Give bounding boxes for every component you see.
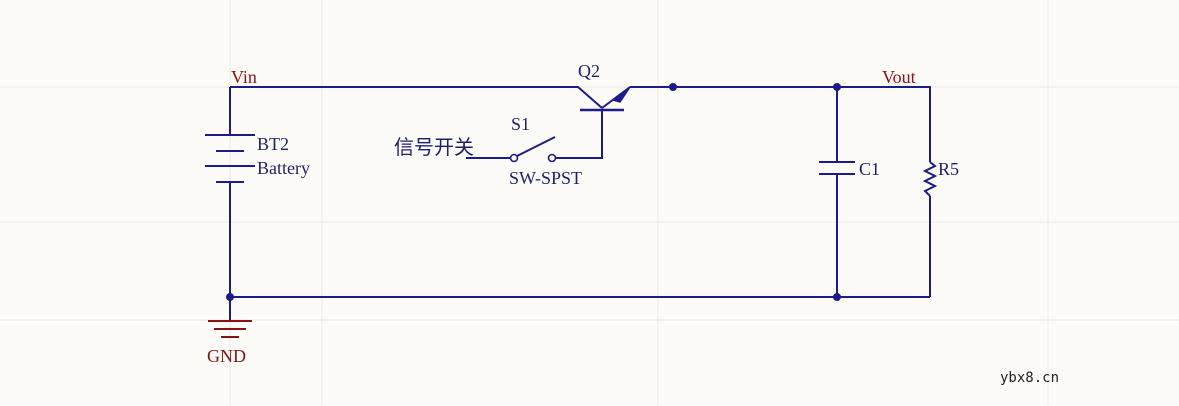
ground-icon [208, 320, 252, 338]
junction-dot [833, 293, 841, 301]
watermark: ybx8.cn [1000, 370, 1059, 386]
battery-symbol[interactable] [205, 134, 255, 183]
net-label-vin: Vin [231, 67, 257, 87]
capacitor-symbol[interactable] [819, 161, 855, 175]
vout-wire [630, 86, 931, 162]
emitter-arrow-icon [611, 86, 631, 103]
junction-dot [833, 83, 841, 91]
resistor-designator: R5 [938, 159, 959, 179]
transistor-designator: Q2 [578, 61, 600, 81]
switch-value: SW-SPST [509, 168, 582, 188]
input-signal-label: 信号开关 [394, 136, 474, 159]
switch-designator: S1 [511, 114, 530, 134]
junction-dot [226, 293, 234, 301]
battery-designator: BT2 [257, 134, 289, 154]
transistor-symbol[interactable] [580, 86, 631, 112]
capacitor-designator: C1 [859, 159, 880, 179]
wires [229, 86, 931, 320]
resistor-symbol[interactable] [922, 161, 938, 197]
battery-value: Battery [257, 158, 310, 178]
net-label-vout: Vout [882, 67, 916, 87]
net-label-gnd: GND [207, 346, 246, 366]
vin-wire [230, 86, 603, 109]
junctions [226, 83, 841, 301]
junction-dot [669, 83, 677, 91]
switch-symbol[interactable] [509, 136, 557, 163]
base-wire [556, 110, 603, 159]
